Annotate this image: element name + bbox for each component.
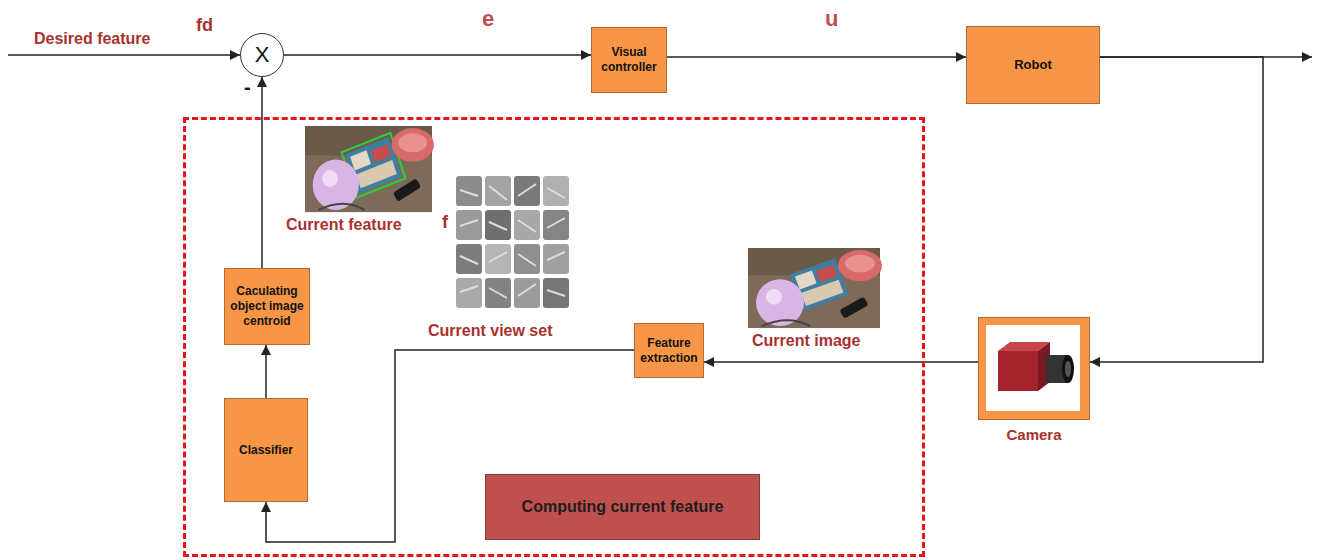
process-box: Feature extraction — [634, 323, 704, 378]
current-photo — [748, 248, 882, 328]
caption-label: Current image — [752, 332, 860, 350]
signal-arrow — [261, 77, 263, 268]
signal-name: e — [482, 6, 494, 32]
feature-photo — [305, 126, 434, 212]
node-text: Classifier — [239, 443, 293, 458]
camera-label: Camera — [959, 426, 1109, 445]
signal-arrow — [704, 361, 978, 363]
node-text: Feature extraction — [638, 336, 700, 366]
node-text: Robot — [1014, 57, 1052, 73]
signal-arrow — [284, 54, 591, 56]
region-title: Computing current feature — [485, 474, 760, 540]
caption-label: Current feature — [286, 216, 402, 234]
camera-box: Camera — [978, 317, 1090, 420]
process-box: Classifier — [224, 398, 308, 502]
caption-label: Current view set — [428, 322, 552, 340]
summing-junction: X — [240, 33, 284, 77]
input-label: Desired feature — [34, 30, 151, 48]
signal-arrow — [1090, 57, 1263, 362]
input-arrow — [8, 54, 240, 56]
node-text: Caculating object image centroid — [228, 284, 306, 329]
process-box: Caculating object image centroid — [224, 268, 310, 345]
process-box: Visual controller — [591, 27, 667, 93]
signal-name: fd — [196, 15, 213, 36]
node-text: Visual controller — [595, 45, 663, 75]
camera-icon — [978, 317, 1090, 420]
sign-label: - — [244, 76, 251, 99]
process-box: Robot — [966, 26, 1100, 104]
signal-arrow — [265, 345, 267, 398]
view-set-thumbnails — [456, 176, 569, 308]
signal-arrow — [667, 56, 966, 58]
signal-name: f — [442, 212, 448, 233]
signal-name: u — [825, 6, 838, 32]
node-text: X — [255, 42, 270, 68]
